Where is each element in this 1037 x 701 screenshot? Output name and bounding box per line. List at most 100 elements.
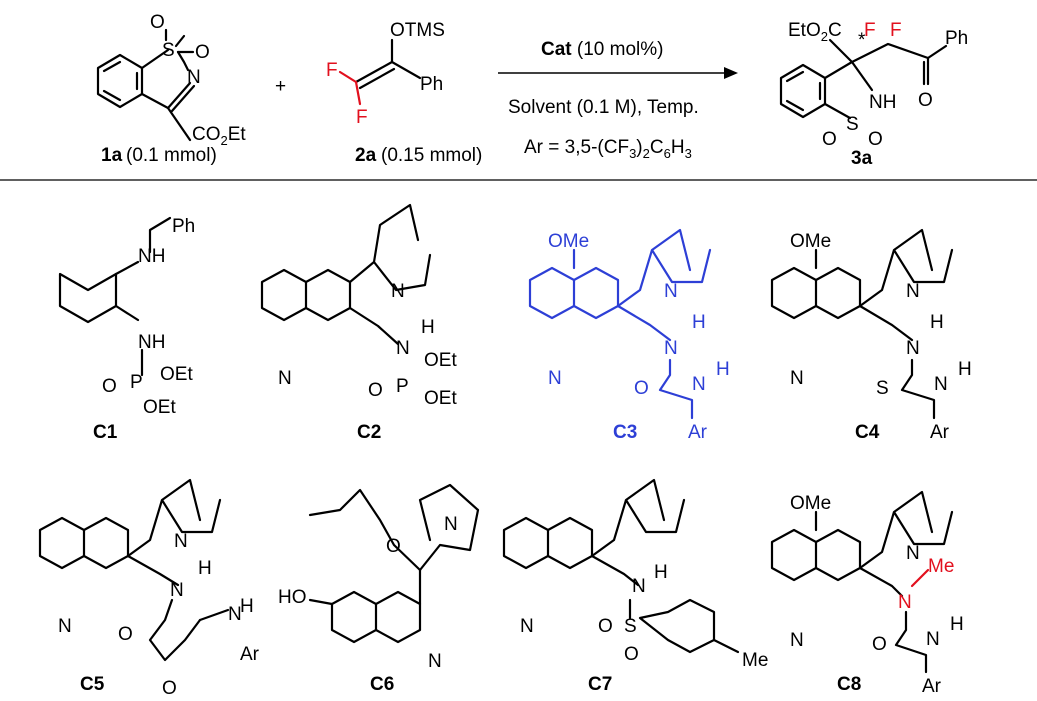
atom-n: N bbox=[906, 338, 920, 359]
reactant-1a-amount: (0.1 mmol) bbox=[126, 145, 217, 166]
atom-o: O bbox=[118, 624, 133, 645]
atom-n: N bbox=[790, 630, 804, 651]
catalyst-c2-label: C2 bbox=[357, 422, 381, 443]
catalyst-c2-structure: N N H N P O OEt OEt bbox=[260, 203, 457, 409]
atom-nh: NH bbox=[869, 92, 896, 113]
fluorine-label: F bbox=[356, 107, 368, 128]
product-3a-label: 3a bbox=[851, 148, 873, 169]
atom-h: H bbox=[958, 359, 972, 380]
catalyst-c4-structure: OMe N N H N S N H Ar bbox=[770, 228, 972, 443]
condition-catalyst: Cat (10 mol%) bbox=[541, 39, 663, 60]
atom-s: S bbox=[624, 616, 637, 637]
catalyst-c4-label: C4 bbox=[855, 422, 880, 443]
otms-label: OTMS bbox=[390, 20, 445, 41]
atom-h: H bbox=[240, 596, 254, 617]
atom-o: O bbox=[868, 129, 883, 150]
atom-n: N bbox=[444, 514, 458, 535]
atom-o: O bbox=[102, 376, 117, 397]
phenyl-label: Ph bbox=[945, 28, 968, 49]
atom-o: O bbox=[150, 12, 165, 33]
catalyst-c8-structure: OMe N N Me N O N H Ar bbox=[770, 490, 964, 697]
me-label: Me bbox=[742, 650, 768, 671]
atom-h: H bbox=[421, 317, 435, 338]
reactant-1a-structure: S N O O CO2Et bbox=[96, 12, 246, 148]
atom-o: O bbox=[634, 378, 649, 399]
atom-n: N bbox=[906, 543, 920, 564]
atom-n: N bbox=[548, 368, 562, 389]
atom-n: N bbox=[664, 338, 678, 359]
atom-n: N bbox=[664, 281, 678, 302]
product-3a-structure: EtO2C F F * Ph O NH S O O bbox=[779, 20, 968, 150]
catalyst-c8-label: C8 bbox=[837, 674, 861, 695]
atom-s: S bbox=[876, 378, 889, 399]
fluorine-label: F bbox=[326, 60, 338, 81]
atom-n: N bbox=[170, 580, 184, 601]
atom-n: N bbox=[174, 531, 188, 552]
atom-h: H bbox=[654, 562, 668, 583]
atom-h: H bbox=[950, 614, 964, 635]
ester-label: CO2Et bbox=[192, 124, 246, 148]
atom-o: O bbox=[624, 644, 639, 665]
atom-n: N bbox=[396, 338, 410, 359]
atom-p: P bbox=[396, 376, 409, 397]
condition-ar-definition: Ar = 3,5-(CF3)2C6H3 bbox=[524, 137, 692, 161]
ome-label: OMe bbox=[548, 231, 589, 252]
catalyst-c7-structure: N H N S O O Me bbox=[502, 478, 768, 671]
atom-s: S bbox=[846, 114, 859, 135]
atom-n: N bbox=[228, 604, 242, 625]
atom-o: O bbox=[195, 42, 210, 63]
atom-n: N bbox=[790, 368, 804, 389]
atom-n-methylated: N bbox=[898, 592, 912, 613]
catalyst-c1-label: C1 bbox=[93, 422, 118, 443]
atom-n: N bbox=[428, 651, 442, 672]
atom-h: H bbox=[716, 359, 730, 380]
atom-n: N bbox=[278, 368, 292, 389]
oet-label: OEt bbox=[143, 397, 176, 418]
reactant-1a-label: 1a bbox=[101, 145, 123, 166]
reactant-2a-structure: OTMS Ph F F bbox=[326, 20, 445, 128]
atom-o: O bbox=[822, 129, 837, 150]
reactant-2a-label: 2a bbox=[355, 145, 377, 166]
phenyl-label: Ph bbox=[420, 74, 443, 95]
atom-n: N bbox=[391, 281, 405, 302]
ar-label: Ar bbox=[922, 676, 942, 697]
atom-n: N bbox=[520, 616, 534, 637]
atom-s: S bbox=[162, 40, 175, 61]
atom-n: N bbox=[906, 281, 920, 302]
catalyst-c1-structure: NH Ph NH P O OEt OEt bbox=[58, 216, 195, 418]
atom-h: H bbox=[930, 312, 944, 333]
atom-o: O bbox=[598, 616, 613, 637]
plus-sign: + bbox=[275, 76, 286, 97]
catalyst-c5-structure: N N H N O O N H Ar bbox=[38, 478, 260, 699]
reactant-2a-amount: (0.15 mmol) bbox=[381, 145, 482, 166]
ome-label: OMe bbox=[790, 493, 831, 514]
catalyst-c7-label: C7 bbox=[588, 674, 612, 695]
ester-label: EtO2C bbox=[788, 20, 842, 44]
atom-h: H bbox=[198, 558, 212, 579]
carbonyl-oxygen: O bbox=[918, 90, 933, 111]
ho-label: HO bbox=[278, 587, 307, 608]
ar-label: Ar bbox=[930, 422, 950, 443]
atom-o: O bbox=[368, 380, 383, 401]
catalyst-c3-label: C3 bbox=[613, 422, 637, 443]
catalyst-c3-structure: OMe N N H N O N H Ar bbox=[528, 228, 730, 443]
atom-o: O bbox=[872, 634, 887, 655]
oet-label: OEt bbox=[424, 388, 457, 409]
phenyl-label: Ph bbox=[172, 216, 195, 237]
condition-solvent: Solvent (0.1 M), Temp. bbox=[508, 97, 699, 118]
atom-n: N bbox=[692, 374, 706, 395]
fluorine-label: F bbox=[864, 20, 876, 41]
reaction-arrow bbox=[498, 67, 738, 79]
atom-n: N bbox=[187, 67, 201, 88]
atom-n: N bbox=[926, 629, 940, 650]
ar-label: Ar bbox=[240, 644, 260, 665]
atom-n: N bbox=[632, 576, 646, 597]
oet-label: OEt bbox=[160, 364, 193, 385]
atom-o: O bbox=[386, 536, 401, 557]
ar-label: Ar bbox=[688, 422, 708, 443]
me-label: Me bbox=[928, 556, 954, 577]
oet-label: OEt bbox=[424, 350, 457, 371]
atom-n: N bbox=[934, 374, 948, 395]
catalyst-c6-label: C6 bbox=[370, 674, 394, 695]
